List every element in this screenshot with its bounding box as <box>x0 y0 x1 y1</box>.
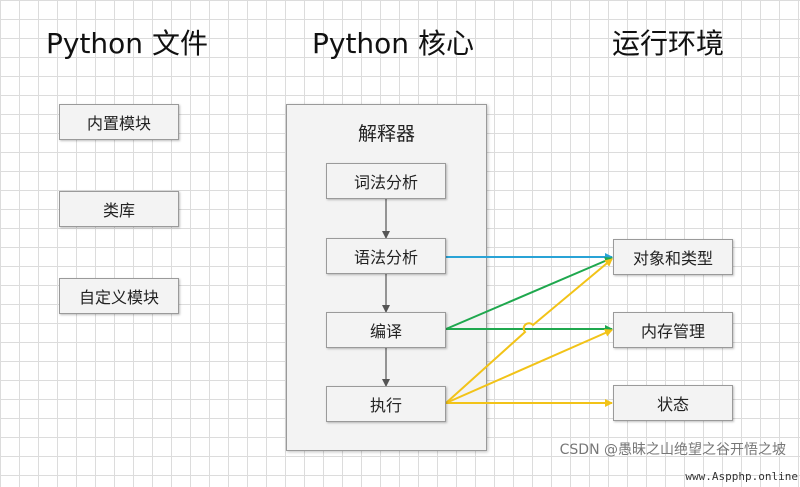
state-box: 状态 <box>613 385 733 421</box>
objects-types-box: 对象和类型 <box>613 239 733 275</box>
runtime-title: 运行环境 <box>612 27 725 60</box>
builtin-modules-box: 内置模块 <box>59 104 179 140</box>
custom-modules-box: 自定义模块 <box>59 278 179 314</box>
compile-to-objects-arrow <box>445 257 613 330</box>
parser-box: 语法分析 <box>326 238 446 274</box>
execute-to-memory-arrow <box>445 329 613 404</box>
python-files-title: Python 文件 <box>46 27 208 60</box>
lexer-box: 词法分析 <box>326 163 446 199</box>
memory-management-box: 内存管理 <box>613 312 733 348</box>
interpreter-title: 解释器 <box>357 123 415 145</box>
execute-box: 执行 <box>326 386 446 422</box>
libraries-box: 类库 <box>59 191 179 227</box>
execute-to-objects-arrow <box>445 258 613 404</box>
csdn-watermark: CSDN @愚昧之山绝望之谷开悟之坡 <box>559 442 786 458</box>
python-core-title: Python 核心 <box>312 27 474 60</box>
site-watermark: www.Aspphp.online <box>685 470 798 483</box>
compile-box: 编译 <box>326 312 446 348</box>
